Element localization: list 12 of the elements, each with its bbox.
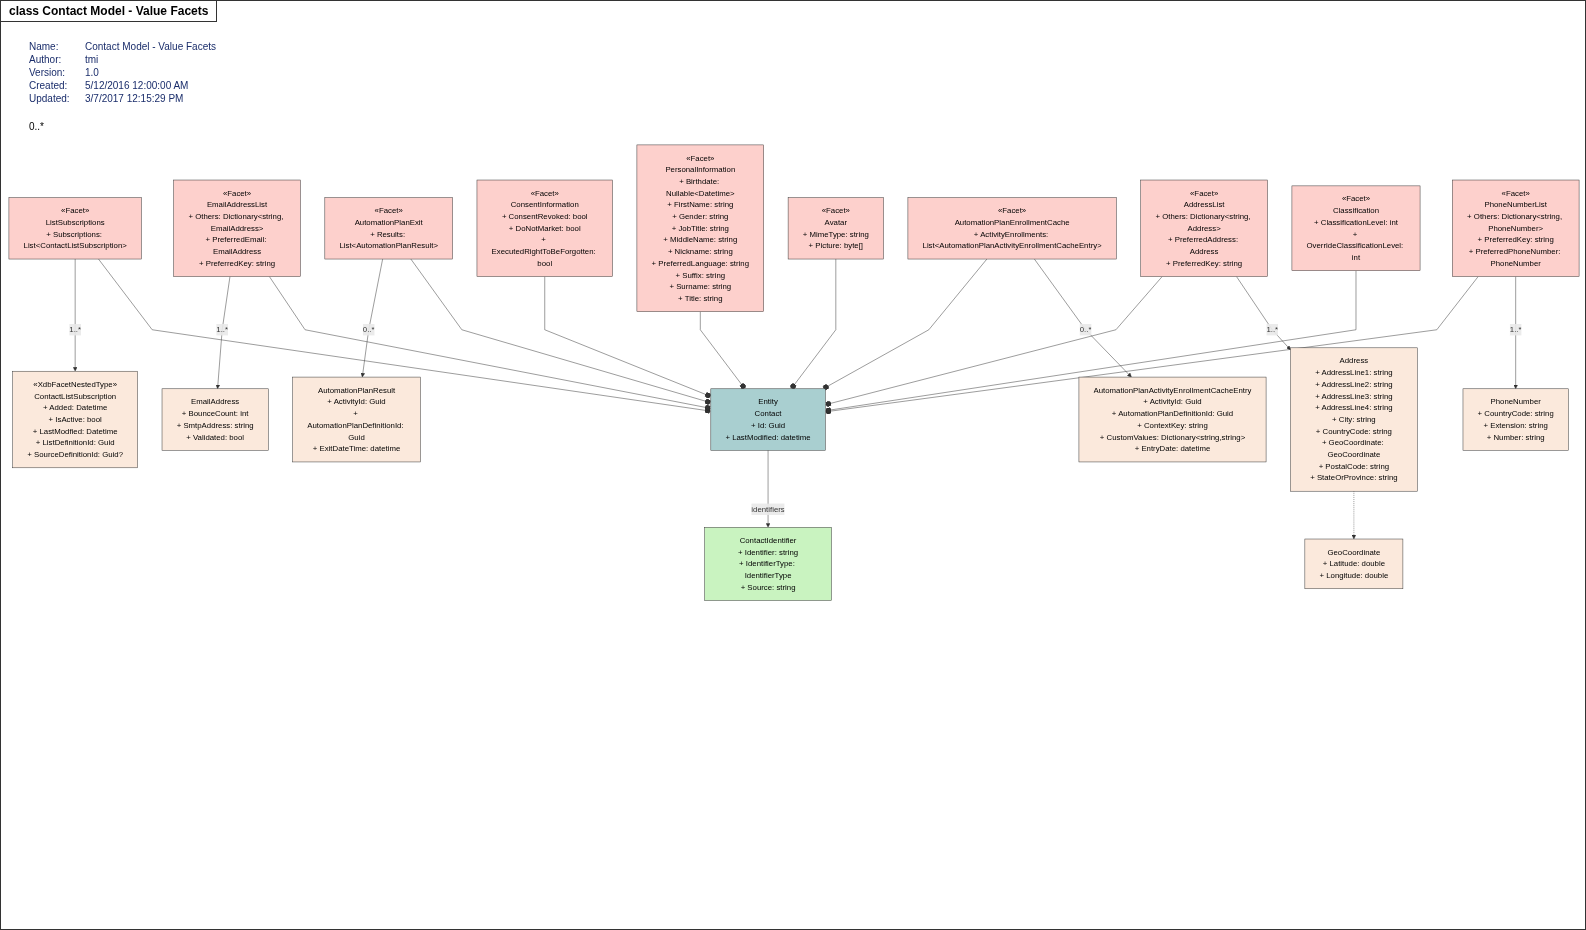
info-value: 1.0: [85, 67, 100, 78]
info-key: Created:: [29, 80, 85, 91]
info-key: Author:: [29, 54, 85, 65]
frame-title: class Contact Model - Value Facets: [1, 1, 218, 22]
info-value: 5/12/2016 12:00:00 AM: [85, 80, 190, 91]
info-value: Contact Model - Value Facets: [85, 41, 216, 52]
info-key: Name:: [29, 41, 85, 52]
info-value: 3/7/2017 12:15:29 PM: [85, 93, 185, 104]
multiplicity-label: 0..*: [29, 121, 44, 132]
info-value: tmi: [85, 54, 100, 65]
info-key: Version:: [29, 67, 85, 78]
info-key: Updated:: [29, 93, 85, 104]
